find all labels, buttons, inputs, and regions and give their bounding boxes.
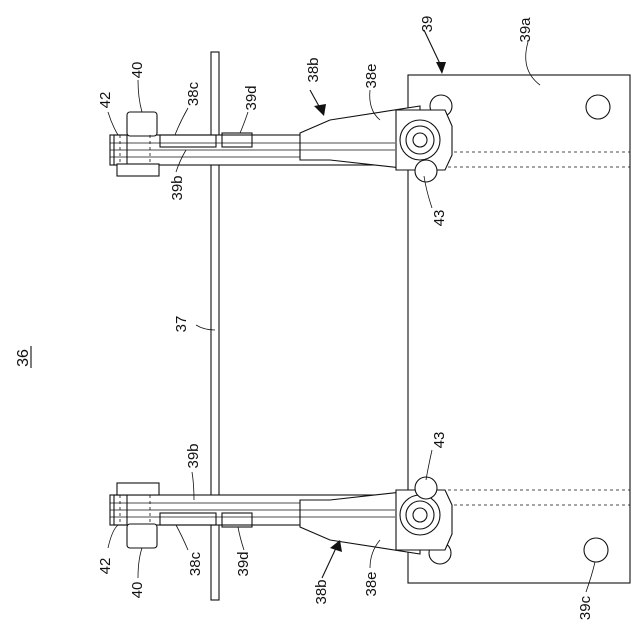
label-40-top: 40 [129,62,146,79]
bottom-arm-assembly [110,477,452,554]
label-38e-bottom: 38e [363,571,380,596]
label-38e-top: 38e [363,63,380,88]
label-39c: 39c [577,595,594,620]
label-39b-top: 39b [169,175,186,200]
figure-number: 36 [15,346,32,368]
label-38b-top: 38b [305,57,322,82]
label-39b-bottom: 39b [185,443,202,468]
label-39a: 39a [517,17,534,43]
label-39d-bottom: 39d [235,551,252,576]
label-39d-top: 39d [243,85,260,110]
label-42-top: 42 [97,92,114,109]
label-43-top: 43 [431,210,448,227]
label-43-bottom: 43 [431,432,448,449]
label-42-bottom: 42 [97,558,114,575]
label-38c-top: 38c [185,81,202,106]
figure-number-text: 36 [15,349,32,367]
label-40-bottom: 40 [129,582,146,599]
label-38b-bottom: 38b [313,579,330,604]
label-39: 39 [419,16,436,33]
top-arm-assembly [110,106,452,182]
label-37: 37 [173,316,190,333]
label-38c-bottom: 38c [187,551,204,576]
